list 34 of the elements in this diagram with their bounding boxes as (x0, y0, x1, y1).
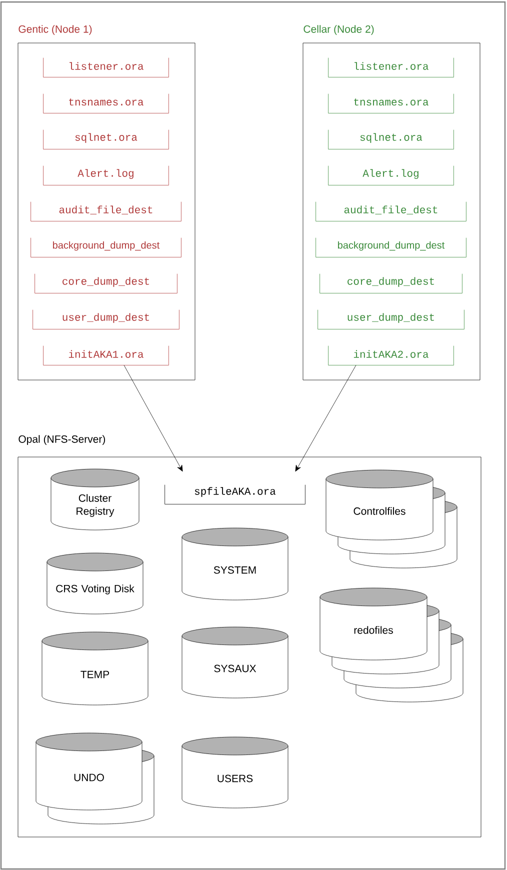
file-box: core_dump_dest (34, 274, 178, 294)
arrow (295, 365, 356, 472)
arrow (124, 365, 183, 472)
file-box: listener.ora (328, 58, 454, 78)
cylinder-stack: Controlfiles (326, 470, 458, 568)
file-box: listener.ora (43, 58, 169, 78)
node-label: redofiles (354, 626, 393, 634)
file-box: user_dump_dest (32, 310, 180, 330)
file-box: core_dump_dest (320, 274, 462, 294)
file-box: spfileAKA.ora (164, 484, 306, 504)
file-box: Alert.log (43, 166, 169, 186)
file-box: sqlnet.ora (328, 130, 454, 150)
database-cylinder: USERS (182, 736, 288, 808)
file-box: tnsnames.ora (43, 94, 169, 114)
file-box: Alert.log (328, 166, 454, 186)
cylinder-stack: redofiles (320, 588, 464, 702)
database-cylinder: CRS Voting Disk (46, 552, 144, 614)
file-box: audit_file_dest (316, 202, 466, 222)
file-box: sqlnet.ora (43, 130, 169, 150)
node-label: Opal (NFS-Server) (18, 435, 106, 445)
node-label: Cellar (Node 2) (304, 25, 374, 35)
database-cylinder: TEMP (42, 632, 148, 706)
file-box: background_dump_dest (316, 238, 466, 258)
file-box: background_dump_dest (30, 238, 182, 258)
file-box: initAKA2.ora (328, 346, 454, 366)
node-label: Gentic (Node 1) (18, 25, 92, 35)
file-box: initAKA1.ora (43, 346, 169, 366)
cylinder-stack: UNDO (36, 732, 154, 824)
file-box: tnsnames.ora (328, 94, 454, 114)
database-cylinder: SYSAUX (182, 626, 288, 698)
database-cylinder: SYSTEM (182, 528, 288, 600)
database-cylinder: Cluster Registry (50, 468, 140, 530)
file-box: audit_file_dest (30, 202, 182, 222)
file-box: user_dump_dest (318, 310, 464, 330)
